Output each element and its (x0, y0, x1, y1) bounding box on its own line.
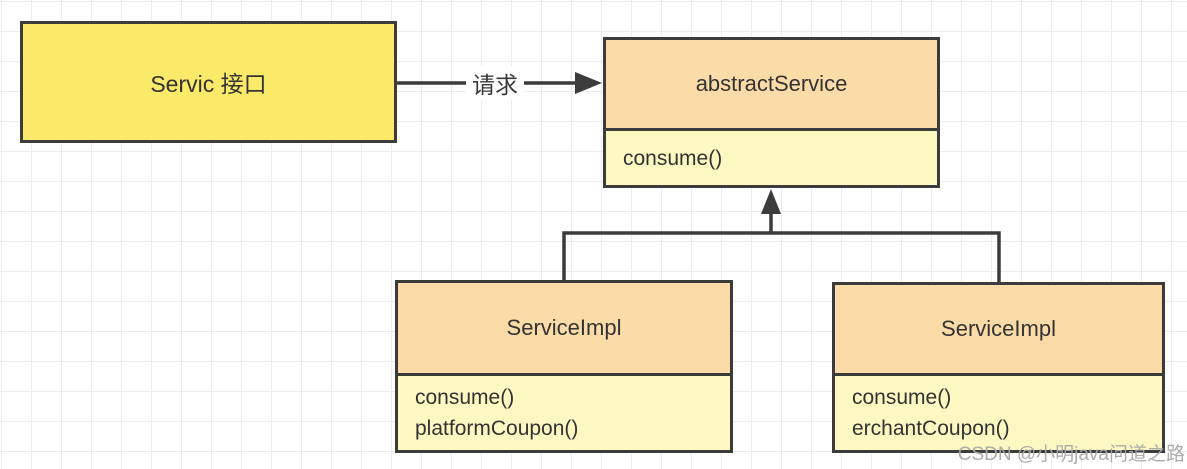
abstract-service-node: abstractService consume() (603, 37, 940, 188)
method-item: consume() (852, 386, 952, 409)
service-impl-right-methods: consume() erchantCoupon() (835, 376, 1162, 450)
method-item: platformCoupon() (415, 417, 579, 440)
request-arrowhead-icon (575, 72, 602, 94)
service-impl-left-methods: consume() platformCoupon() (398, 376, 730, 450)
method-item: consume() (623, 146, 723, 170)
inheritance-arrowhead-icon (761, 189, 781, 214)
service-impl-right-title: ServiceImpl (835, 285, 1162, 376)
interface-node: Servic 接口 (20, 21, 397, 143)
method-item: consume() (415, 386, 515, 409)
service-impl-right-node: ServiceImpl consume() erchantCoupon() (832, 282, 1165, 453)
abstract-service-methods: consume() (606, 131, 937, 185)
request-arrow-label: 请求 (466, 66, 524, 100)
abstract-service-title: abstractService (606, 40, 937, 131)
watermark-text: CSDN @小明java问道之路 (957, 444, 1185, 465)
inheritance-connector-path (562, 231, 1001, 282)
service-impl-left-title: ServiceImpl (398, 283, 730, 376)
method-item: erchantCoupon() (852, 417, 1010, 440)
interface-node-label: Servic 接口 (150, 71, 267, 97)
service-impl-left-node: ServiceImpl consume() platformCoupon() (395, 280, 733, 453)
